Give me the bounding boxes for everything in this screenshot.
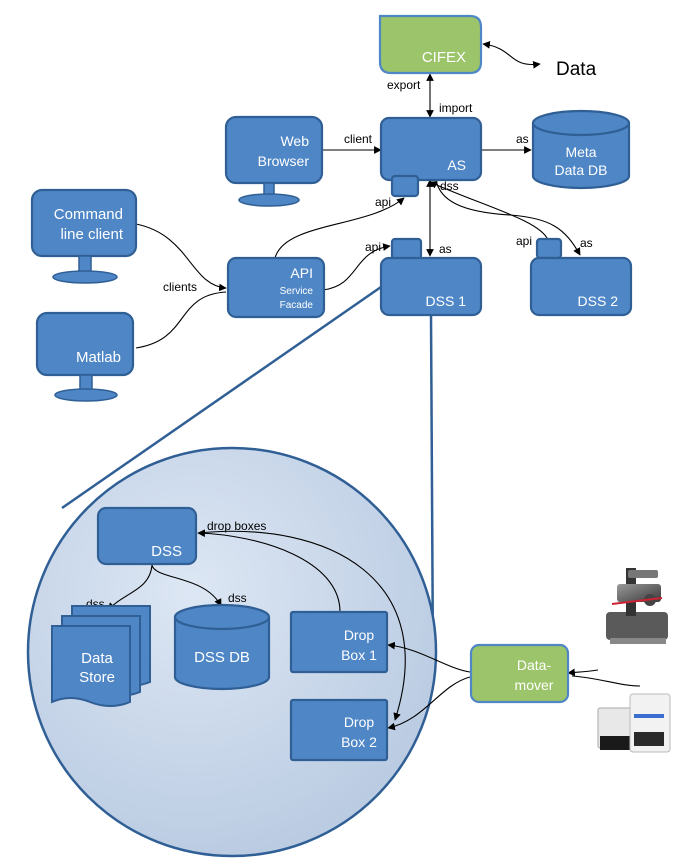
datamover-box <box>469 643 570 704</box>
clients-label: clients <box>163 280 197 294</box>
dss-db-link-label: dss <box>228 591 247 605</box>
client-label: client <box>344 132 373 146</box>
cmd-client-line1: Command <box>54 206 123 223</box>
api-facade-line3: Facade <box>280 300 314 311</box>
data-label: Data <box>556 59 597 80</box>
meta-db-top <box>531 109 631 137</box>
connectors <box>135 41 581 349</box>
drop-box-1-line2: Box 1 <box>341 647 377 663</box>
dss1-box <box>379 256 483 317</box>
dss2-api-port <box>535 237 563 260</box>
drop-box-1-box <box>289 610 389 674</box>
datamover-dropbox2-connector <box>387 676 471 731</box>
cmd-facade-connector <box>135 223 227 292</box>
drop-box-2-line1: Drop <box>344 714 375 730</box>
import-label: import <box>439 101 473 115</box>
matlab-label: Matlab <box>76 349 121 366</box>
web-browser-line1: Web <box>280 133 309 149</box>
web-browser-line2: Browser <box>258 153 310 169</box>
dss1-label: DSS 1 <box>426 293 467 309</box>
as-dss-label: dss <box>440 179 459 193</box>
dss-dropbox2-connector <box>197 530 406 721</box>
api-facade-box <box>226 256 326 319</box>
datamover-line1: Data- <box>517 657 552 673</box>
dss2-as-label: as <box>580 236 593 250</box>
cifex-node[interactable]: CIFEX <box>378 14 483 75</box>
api-facade-line2: Service <box>280 286 314 297</box>
cifex-data-connector <box>482 41 541 69</box>
cifex-label: CIFEX <box>422 49 466 66</box>
dss2-as-connector <box>429 181 549 241</box>
facade-dss1-connector <box>322 243 391 291</box>
dss2-box <box>529 256 633 317</box>
as-meta-label: as <box>516 132 529 146</box>
cmd-client-screen <box>30 188 138 258</box>
as-box <box>379 116 483 182</box>
as-dss2-connector <box>435 179 581 256</box>
matlab-facade-connector <box>135 291 227 349</box>
data-store-node[interactable]: Data Store <box>51 605 151 707</box>
zoom-line-right <box>429 314 435 666</box>
dss-db-label: DSS DB <box>194 649 250 666</box>
dss2-label: DSS 2 <box>578 293 619 309</box>
dss1-as-label: as <box>439 242 452 256</box>
drop-boxes-label: drop boxes <box>207 519 266 533</box>
meta-data-db-node[interactable]: Meta Data DB <box>531 109 631 190</box>
doc-front-icon <box>51 625 131 707</box>
sequencer-icon <box>597 693 671 753</box>
dss-inner-node[interactable]: DSS <box>96 506 198 566</box>
dss1-node[interactable]: DSS 1 <box>379 237 483 317</box>
as-label: AS <box>447 157 466 173</box>
dss1-api-port <box>390 237 423 261</box>
meta-db-line1: Meta <box>565 144 596 160</box>
dss-dssdb-connector <box>151 564 222 607</box>
datamover-line2: mover <box>515 677 554 693</box>
monitor-base-icon <box>54 388 118 402</box>
sequencer-datamover-connector <box>571 675 641 687</box>
dss-inner-box <box>96 506 198 566</box>
dropbox1-dss-connector <box>197 529 341 613</box>
monitor-base-icon <box>52 270 118 284</box>
microscope-icon <box>606 568 668 644</box>
dss1-api-label: api <box>365 240 381 254</box>
drop-box-2-node[interactable]: Drop Box 2 <box>289 698 389 762</box>
export-label: export <box>387 78 421 92</box>
cmd-client-line2: line client <box>60 226 123 243</box>
as-api-port <box>390 174 420 198</box>
drop-box-1-line1: Drop <box>344 627 375 643</box>
web-browser-screen <box>224 115 324 185</box>
drop-box-2-box <box>289 698 389 762</box>
dss2-api-label: api <box>516 234 532 248</box>
api-facade-line1: API <box>290 265 313 281</box>
web-browser-node[interactable]: Web Browser <box>224 115 324 207</box>
data-store-line1: Data <box>81 650 113 667</box>
zoom-line-left <box>61 285 382 510</box>
api-service-facade-node[interactable]: API Service Facade <box>226 256 326 319</box>
dss-inner-label: DSS <box>151 543 182 560</box>
facade-as-connector <box>274 197 405 259</box>
meta-db-line2: Data DB <box>555 162 608 178</box>
dss2-node[interactable]: DSS 2 <box>529 237 633 317</box>
drop-box-1-node[interactable]: Drop Box 1 <box>289 610 389 674</box>
data-store-line2: Store <box>79 669 115 686</box>
as-node[interactable]: AS <box>379 116 483 198</box>
as-api-label: api <box>375 195 391 209</box>
matlab-node[interactable]: Matlab <box>35 311 135 402</box>
command-line-client-node[interactable]: Command line client <box>30 188 138 284</box>
microscope-datamover-connector <box>567 668 599 677</box>
monitor-base-icon <box>238 193 300 207</box>
dss-db-node[interactable]: DSS DB <box>173 603 271 691</box>
datamover-node[interactable]: Data- mover <box>469 643 570 704</box>
datamover-dropbox1-connector <box>387 641 471 673</box>
drop-box-2-line2: Box 2 <box>341 734 377 750</box>
dss-db-top <box>173 603 271 631</box>
